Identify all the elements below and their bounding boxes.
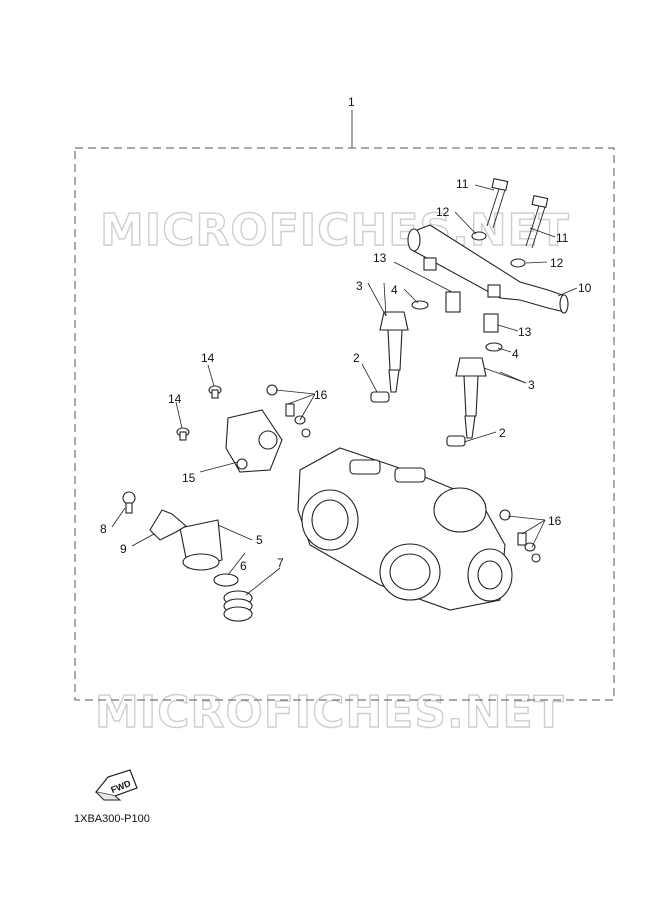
fitting-16b bbox=[499, 509, 541, 563]
throttle-position-sensor bbox=[225, 409, 283, 473]
fwd-arrow-icon: FWD bbox=[94, 769, 138, 801]
callout-4b: 4 bbox=[512, 347, 519, 361]
screw-8 bbox=[122, 491, 136, 514]
washer-12a bbox=[471, 231, 487, 241]
callout-11a: 11 bbox=[456, 177, 469, 191]
callout-7: 7 bbox=[277, 556, 284, 570]
bolt-11b bbox=[525, 194, 549, 249]
callout-9: 9 bbox=[120, 542, 127, 556]
callout-16a: 16 bbox=[314, 388, 328, 402]
watermark-top: MICROFICHES.NET bbox=[100, 205, 570, 256]
spring-7 bbox=[223, 590, 253, 622]
callout-11b: 11 bbox=[556, 231, 569, 245]
sensor-5 bbox=[179, 519, 223, 571]
callout-12a: 12 bbox=[436, 205, 450, 219]
callout-10: 10 bbox=[578, 281, 592, 295]
callout-14b: 14 bbox=[168, 392, 182, 406]
callout-3a: 3 bbox=[356, 279, 363, 293]
diagram-code: 1XBA300-P100 bbox=[74, 813, 150, 825]
callout-2b: 2 bbox=[499, 426, 506, 440]
injector-right bbox=[455, 342, 503, 439]
o-ring-6 bbox=[213, 573, 239, 587]
callout-14a: 14 bbox=[201, 351, 215, 365]
callout-6: 6 bbox=[240, 559, 247, 573]
spacer-13a bbox=[445, 291, 461, 313]
throttle-body bbox=[297, 447, 513, 611]
callout-2a: 2 bbox=[353, 351, 360, 365]
callout-15: 15 bbox=[182, 471, 196, 485]
watermark-bottom: MICROFICHES.NET bbox=[95, 687, 565, 738]
callout-3b: 3 bbox=[528, 378, 535, 392]
assembly-frame bbox=[74, 147, 615, 701]
callout-4a: 4 bbox=[391, 283, 398, 297]
callout-13b: 13 bbox=[518, 325, 532, 339]
callout-5: 5 bbox=[256, 533, 263, 547]
callout-8: 8 bbox=[100, 522, 107, 536]
spacer-13b bbox=[483, 313, 499, 333]
seal-2b bbox=[446, 435, 466, 447]
fuel-rail bbox=[407, 224, 569, 314]
leader-lines bbox=[111, 184, 578, 596]
callout-12b: 12 bbox=[550, 256, 564, 270]
callout-13a: 13 bbox=[373, 251, 387, 265]
washer-12b bbox=[510, 258, 526, 268]
seal-2a bbox=[370, 391, 390, 403]
callout-1: 1 bbox=[348, 95, 355, 109]
bolt-11a bbox=[486, 177, 509, 229]
injector-left bbox=[379, 300, 429, 393]
screw-14b bbox=[176, 427, 190, 441]
screw-14a bbox=[208, 385, 222, 399]
callout-16b: 16 bbox=[548, 514, 562, 528]
bracket-9 bbox=[149, 509, 187, 541]
